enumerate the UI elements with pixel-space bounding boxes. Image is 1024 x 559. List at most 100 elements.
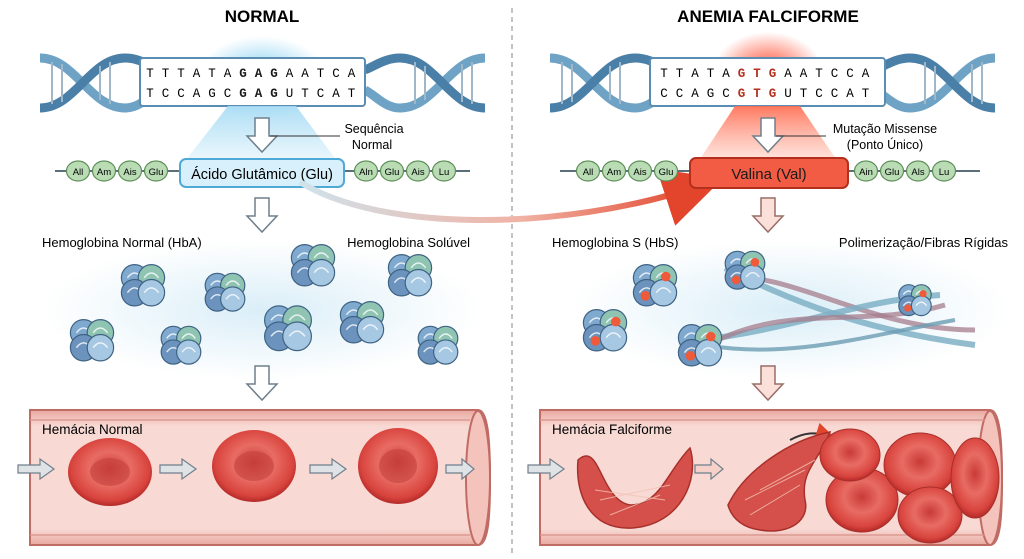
dna-base: G <box>769 87 777 101</box>
amino-acid-bead: Am <box>601 160 627 182</box>
dna-base: C <box>162 87 170 101</box>
right-protein-label: Hemoglobina S (HbS) <box>552 235 678 250</box>
dna-base: G <box>738 67 746 81</box>
left-seq-label-1: Sequência <box>344 122 403 136</box>
dna-base: A <box>862 67 870 81</box>
dna-base: T <box>676 67 684 81</box>
right-sickle-cells <box>576 431 832 532</box>
right-hbs-molecules <box>582 250 932 367</box>
dna-base: C <box>317 87 325 101</box>
dna-base: G <box>239 87 247 101</box>
dna-base: A <box>691 67 699 81</box>
amino-acid-bead: Lu <box>431 160 457 182</box>
amino-acid-label: Als <box>911 167 924 178</box>
mutation-arc-arrow <box>298 168 723 226</box>
left-protein-label-2: Hemoglobina Solúvel <box>347 235 470 250</box>
dna-base: A <box>784 67 792 81</box>
left-vessel-label: Hemácia Normal <box>42 422 143 437</box>
amino-acid-label: Ais <box>123 167 136 178</box>
dna-base: T <box>753 67 761 81</box>
dna-base: A <box>332 87 340 101</box>
amino-acid-label: Lu <box>939 167 950 178</box>
left-seq-label-2: Normal <box>352 138 392 152</box>
dna-base: G <box>707 87 715 101</box>
hbs-molecule <box>898 284 932 317</box>
dna-base: T <box>208 67 216 81</box>
dna-base: C <box>831 87 839 101</box>
amino-acid-label: Glu <box>659 167 674 178</box>
amino-acid-bead: Aln <box>353 160 379 182</box>
dna-base: T <box>301 87 309 101</box>
left-hba-molecules <box>69 243 459 365</box>
right-highlight-label: Valina (Val) <box>731 166 806 183</box>
dna-base: A <box>224 67 232 81</box>
left-protein-label: Hemoglobina Normal (HbA) <box>42 235 202 250</box>
rbc-normal <box>212 430 296 502</box>
amino-acid-label: All <box>583 167 594 178</box>
amino-acid-bead: Glu <box>653 160 679 182</box>
amino-acid-label: Aln <box>359 167 373 178</box>
hba-molecule <box>204 272 246 312</box>
dna-base: T <box>317 67 325 81</box>
amino-acid-bead: Glu <box>143 160 169 182</box>
amino-acid-bead: Als <box>905 160 931 182</box>
amino-acid-bead: Glu <box>379 160 405 182</box>
dna-base: T <box>800 87 808 101</box>
amino-acid-label: Am <box>607 167 621 178</box>
amino-acid-label: Ais <box>411 167 424 178</box>
amino-acid-bead: Ais <box>117 160 143 182</box>
right-arrow-3 <box>751 365 785 402</box>
dna-base: A <box>286 67 294 81</box>
dna-base: C <box>332 67 340 81</box>
right-mut-label-1: Mutação Missense <box>833 122 937 136</box>
dna-base: C <box>177 87 185 101</box>
left-arrow-1 <box>245 117 279 154</box>
right-flow-arrows <box>527 457 724 481</box>
left-chain-beads-left: All Am Ais Glu <box>65 160 169 182</box>
amino-acid-label: Lu <box>439 167 450 178</box>
amino-acid-label: Am <box>97 167 111 178</box>
amino-acid-bead: Ais <box>405 160 431 182</box>
dna-base: C <box>676 87 684 101</box>
rbc-normal <box>358 428 438 504</box>
hba-molecule <box>69 318 115 362</box>
amino-acid-bead: All <box>65 160 91 182</box>
hbs-molecule <box>582 308 628 352</box>
right-title: ANEMIA FALCIFORME <box>677 7 859 26</box>
dna-base: G <box>769 67 777 81</box>
amino-acid-bead: Ain <box>853 160 879 182</box>
amino-acid-bead: All <box>575 160 601 182</box>
dna-base: T <box>146 87 154 101</box>
dna-base: T <box>177 67 185 81</box>
right-vessel-label: Hemácia Falciforme <box>552 422 672 437</box>
hba-molecule <box>290 243 336 287</box>
dna-base: A <box>255 87 263 101</box>
hba-molecule <box>387 253 433 297</box>
dna-base: A <box>193 67 201 81</box>
sickle-cell <box>727 431 832 532</box>
amino-acid-bead: Am <box>91 160 117 182</box>
amino-acid-label: Glu <box>885 167 900 178</box>
amino-acid-label: Ais <box>633 167 646 178</box>
left-title: NORMAL <box>225 7 300 26</box>
right-protein-label-2: Polimerização/Fibras Rígidas <box>839 235 1009 250</box>
rbc-normal <box>68 438 152 506</box>
dna-base: A <box>691 87 699 101</box>
dna-base: G <box>270 87 278 101</box>
hba-molecule <box>160 325 202 365</box>
dna-base: C <box>831 67 839 81</box>
amino-acid-bead: Lu <box>931 160 957 182</box>
dna-base: U <box>784 87 792 101</box>
dna-base: C <box>722 87 730 101</box>
right-clumped-rbcs <box>819 428 1000 544</box>
dna-base: T <box>862 87 870 101</box>
sickle-cell <box>576 446 694 529</box>
right-mut-label-2: (Ponto Único) <box>847 137 923 152</box>
left-dna-helix <box>39 36 486 120</box>
dna-base: T <box>162 67 170 81</box>
dna-base: G <box>208 87 216 101</box>
